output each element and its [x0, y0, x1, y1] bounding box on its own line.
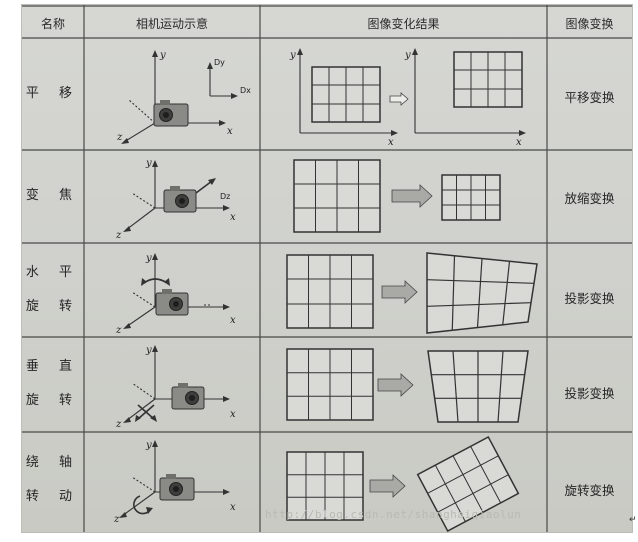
result-diagram-horizontal-rotation	[286, 252, 538, 334]
image-grid-scaled	[441, 174, 501, 221]
header-name: 名称	[40, 17, 65, 31]
camera-diagram-translation: y Dy Dx z x	[116, 50, 251, 144]
motion-label-dz: Dz	[220, 192, 230, 201]
camera-diagram-vertical-rotation: y z x	[115, 345, 236, 430]
camera-diagram-zoom: y Dz z x	[115, 158, 236, 241]
axis-label-z: z	[115, 419, 122, 430]
camera-icon	[153, 100, 189, 127]
axis-label-y: y	[145, 440, 152, 451]
image-grid-translated	[453, 51, 523, 108]
camera-diagram-axis-rotation: y z x	[113, 440, 236, 525]
transition-arrow	[369, 474, 406, 498]
axis-label-z: z	[115, 325, 122, 336]
row-name-translation: 平 移	[22, 77, 84, 111]
image-grid-original	[286, 451, 364, 521]
camera-icon	[171, 383, 205, 410]
camera-diagram-horizontal-rotation: y z x	[115, 253, 236, 336]
row-name-line: 变 焦	[25, 188, 81, 203]
image-grid-original	[286, 348, 374, 421]
image-grid-original	[286, 254, 374, 329]
result-axis-x: x	[388, 137, 394, 148]
header-image-result: 图像变化结果	[367, 17, 440, 31]
row-name-line: 垂 直	[25, 359, 81, 374]
camera-icon	[163, 186, 197, 213]
transition-arrow	[389, 92, 409, 106]
image-grid-projected	[427, 350, 529, 423]
transform-scaling: 放缩变换	[564, 191, 615, 206]
row-name-line: 绕 轴	[25, 455, 81, 470]
motion-label-dy: Dy	[214, 58, 225, 67]
image-grid-original	[311, 66, 381, 123]
header-transform: 图像变换	[565, 17, 614, 31]
axis-label-y: y	[145, 158, 152, 169]
return-mark: ↵	[629, 515, 637, 525]
scanned-page: 名称 相机运动示意 图像变化结果 图像变换 平 移 变 焦 水 平 旋 转 垂 …	[22, 5, 632, 532]
image-grid-projected	[426, 252, 538, 334]
axis-label-z: z	[113, 514, 120, 525]
result-diagram-zoom	[293, 159, 501, 233]
axis-label-y: y	[159, 50, 166, 61]
result-axis-y: y	[289, 50, 296, 61]
row-name-horizontal-rotation: 水 平 旋 转	[22, 256, 84, 324]
row-name-zoom: 变 焦	[22, 179, 84, 213]
result-diagram-translation: y x y x	[289, 48, 526, 148]
axis-label-z: z	[116, 132, 123, 143]
transform-rotation: 旋转变换	[564, 483, 615, 498]
result-axis-y: y	[404, 50, 411, 61]
camera-icon	[159, 474, 195, 501]
image-grid-original	[293, 159, 381, 233]
row-name-line: 转 动	[25, 489, 81, 504]
axis-label-x: x	[230, 502, 236, 513]
axis-label-x: x	[227, 126, 233, 137]
transform-projective-horizontal: 投影变换	[564, 291, 615, 306]
image-grid-rotated	[416, 435, 520, 532]
result-diagram-vertical-rotation	[286, 348, 529, 423]
table-grid	[22, 5, 632, 532]
axis-label-y: y	[145, 253, 152, 264]
transition-arrow	[381, 280, 418, 304]
transform-translation: 平移变换	[564, 90, 615, 105]
result-diagram-axis-rotation	[286, 435, 520, 532]
axis-label-x: x	[230, 409, 236, 420]
transform-projective-vertical: 投影变换	[564, 386, 615, 401]
row-name-line: 平 移	[25, 86, 81, 101]
row-name-line: 水 平	[25, 265, 81, 280]
result-axis-x: x	[516, 137, 522, 148]
transition-arrow	[377, 373, 414, 397]
header-camera-motion: 相机运动示意	[135, 17, 208, 31]
axis-label-x: x	[230, 315, 236, 326]
camera-icon	[155, 289, 189, 316]
row-name-line: 旋 转	[25, 393, 81, 408]
axis-label-y: y	[145, 345, 152, 356]
transition-arrow	[391, 184, 433, 208]
axis-label-x: x	[230, 212, 236, 223]
motion-label-dx: Dx	[240, 86, 251, 95]
watermark: http://blog.csdn.net/shanghaiqiaolun	[265, 508, 522, 521]
axis-label-z: z	[115, 230, 122, 241]
row-name-axis-rotation: 绕 轴 转 动	[22, 446, 84, 514]
row-name-line: 旋 转	[25, 299, 81, 314]
row-name-vertical-rotation: 垂 直 旋 转	[22, 350, 84, 418]
